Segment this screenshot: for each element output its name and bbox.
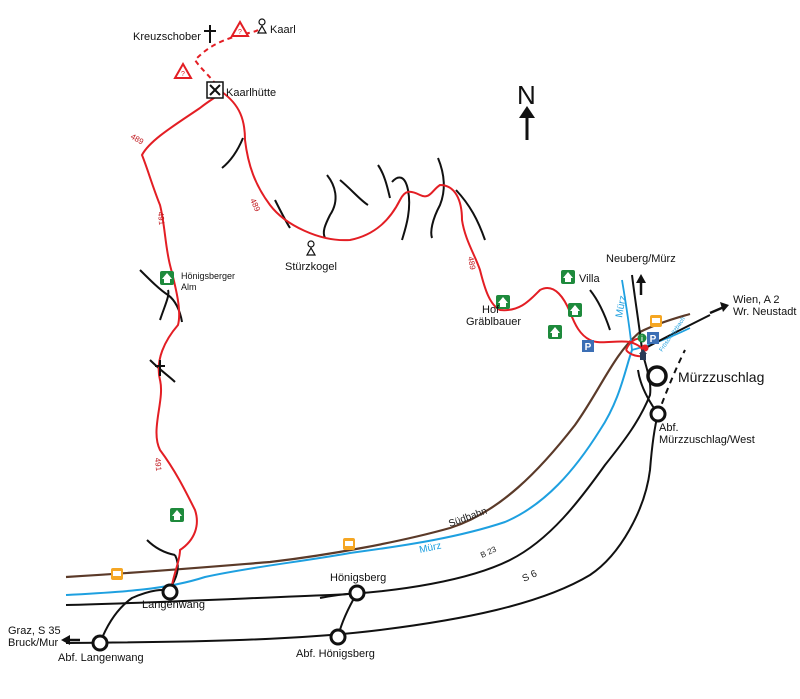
label-graz-2: Bruck/Mur (8, 637, 58, 649)
label-hoenigsberger-alm-1: Hönigsberger (181, 271, 235, 281)
label-b23: B 23 (479, 544, 498, 559)
town-muerzzuschlag-marker (646, 365, 668, 387)
junction-hoenigsberg (348, 584, 366, 602)
train-station-icon (111, 568, 123, 580)
label-stuerzkogel: Stürzkogel (285, 261, 337, 273)
viewpoint-icon (256, 18, 268, 34)
label-hof-1: Hof (482, 304, 500, 316)
arrow-wien-icon (709, 302, 729, 315)
arrow-graz-icon (61, 635, 80, 645)
north-arrow (519, 106, 535, 140)
junction-abf-hoenigsberg (329, 628, 347, 646)
label-hoenigsberg: Hönigsberg (330, 572, 386, 584)
label-abf-hoenigsberg: Abf. Hönigsberg (296, 648, 375, 660)
house-icon (496, 295, 510, 309)
route-489-label-b: 489 (248, 197, 262, 213)
label-neuberg: Neuberg/Mürz (606, 253, 676, 265)
label-abf-mw-2: Mürzzuschlag/West (659, 434, 755, 446)
label-langenwang: Langenwang (142, 599, 205, 611)
label-muerz-north: Mürz (614, 295, 629, 319)
suedbahn-railway (65, 312, 691, 579)
s6-road (65, 413, 659, 644)
label-abf-mw-1: Abf. (659, 422, 679, 434)
road-wien-dashed (657, 349, 686, 415)
junction-abf-mw (649, 405, 667, 423)
house-icon (568, 303, 582, 317)
route-489-label-c: 489 (466, 256, 477, 271)
label-kaarlhuette: Kaarlhütte (226, 87, 276, 99)
arrow-neuberg-icon (636, 274, 646, 295)
info-icon: i (637, 333, 647, 343)
route-491-label-a: 491 (156, 211, 166, 226)
church-icon (639, 349, 647, 360)
svg-text:?: ? (238, 29, 242, 36)
junction-langenwang (161, 583, 179, 601)
route-491-label-b: 491 (153, 457, 163, 472)
svg-text:P: P (650, 334, 657, 345)
svg-text:?: ? (181, 71, 185, 78)
label-suedbahn: Südbahn (447, 506, 488, 530)
label-kaarl: Kaarl (270, 24, 296, 36)
langenwang-connector (99, 589, 171, 644)
warning-triangle-icon: ? (173, 61, 193, 79)
house-icon (160, 271, 174, 285)
north-label: N (517, 80, 536, 110)
b23-road (65, 349, 652, 606)
label-wien-1: Wien, A 2 (733, 294, 779, 306)
side-paths (139, 137, 611, 586)
svg-text:i: i (641, 336, 643, 343)
house-icon (561, 270, 575, 284)
label-hof-2: Gräblbauer (466, 316, 521, 328)
label-villa: Villa (579, 273, 600, 285)
warning-triangle-icon: ? (230, 19, 250, 37)
label-muerzzuschlag: Mürzzuschlag (678, 369, 764, 385)
junction-abf-langenwang (91, 634, 109, 652)
route-489-label-a: 489 (129, 132, 146, 147)
label-hoenigsberger-alm-2: Alm (181, 282, 197, 292)
label-kreuzschober: Kreuzschober (133, 31, 201, 43)
train-station-icon (650, 315, 662, 327)
svg-text:P: P (585, 342, 592, 353)
label-abf-langenwang: Abf. Langenwang (58, 652, 144, 664)
label-wien-2: Wr. Neustadt (733, 306, 796, 318)
label-graz-1: Graz, S 35 (8, 625, 61, 637)
parking-icon: P (582, 340, 594, 353)
muerz-river-north (621, 279, 633, 351)
viewpoint-icon (305, 240, 317, 256)
house-icon (548, 325, 562, 339)
summit-cross-icon (204, 25, 216, 43)
summit-dashed-path (193, 29, 259, 93)
parking-icon: P (647, 332, 659, 345)
muerz-river (65, 349, 633, 596)
restaurant-hut-icon (206, 81, 224, 99)
neuberg-road (631, 274, 643, 351)
label-muerz-main: Mürz (418, 541, 442, 556)
house-icon (170, 508, 184, 522)
label-s6: S 6 (521, 568, 540, 584)
train-station-icon (343, 538, 355, 550)
summit-cross-icon (155, 360, 165, 376)
